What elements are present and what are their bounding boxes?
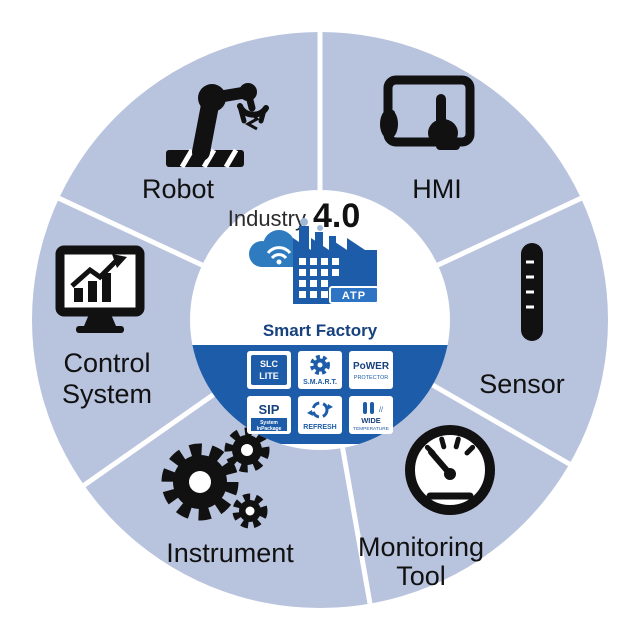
badge-slc-line2: LITE: [259, 371, 279, 381]
hmi-tablet-icon: [380, 75, 475, 150]
badge-power-line2: PROTECTOR: [354, 375, 388, 381]
badge-sip-line2: System: [260, 420, 278, 426]
smart-gear-icon: [310, 355, 330, 375]
feature-badge-slc-lite: SLC LITE: [247, 351, 291, 389]
gears-icon: [161, 427, 270, 529]
gauge-icon: [405, 425, 495, 515]
atp-ribbon: [329, 286, 379, 304]
feature-badge-power-protector: PoWER PROTECTOR: [349, 351, 393, 389]
industry-title: Industry: [228, 206, 306, 231]
badge-smart-label: S.M.A.R.T.: [303, 379, 337, 386]
segment-label-tool: Tool: [396, 561, 446, 591]
divider-control-robot: [57, 196, 204, 268]
segment-label-instrument: Instrument: [166, 538, 294, 568]
feature-badge-smart: S.M.A.R.T.: [298, 351, 342, 389]
badge-refresh-label: REFRESH: [303, 424, 336, 431]
segment-label-system: System: [62, 379, 152, 409]
badge-wide-line1: WIDE: [361, 416, 381, 425]
factory-windows: [299, 258, 339, 298]
feature-badge-wide-temperature: // WIDE TEMPERATURE: [349, 396, 393, 434]
smart-factory-label: Smart Factory: [263, 321, 378, 340]
atp-label: ATP: [342, 290, 366, 302]
feature-badge-sip: SIP System InPackage: [247, 396, 291, 434]
segment-label-hmi: HMI: [412, 174, 462, 204]
segment-label-robot: Robot: [142, 174, 215, 204]
badge-sip-title: SIP: [259, 402, 280, 417]
segment-label-control: Control: [63, 348, 150, 378]
segment-dividers: [57, 32, 583, 605]
thermometer-icon: [363, 402, 367, 414]
monitor-chart-icon: [55, 245, 145, 333]
divider-monitoring-instrument: [340, 447, 373, 605]
badge-sip-line3: InPackage: [257, 426, 282, 432]
divider-instrument-control: [82, 392, 215, 488]
badge-power-line1: PoWER: [353, 361, 390, 372]
badge-slc-line1: SLC: [260, 359, 279, 369]
robot-arm-icon: [166, 83, 269, 169]
sensor-probe-icon: [521, 243, 543, 341]
segment-label-sensor: Sensor: [479, 369, 565, 399]
divider-hmi-sensor: [436, 196, 583, 268]
feature-badge-refresh: REFRESH: [298, 396, 342, 434]
factory-icon: ATP: [293, 218, 379, 304]
svg-text://: //: [379, 407, 383, 414]
divider-sensor-monitoring: [431, 382, 571, 467]
badge-wide-line2: TEMPERATURE: [353, 426, 389, 432]
segment-label-monitoring: Monitoring: [358, 532, 484, 562]
